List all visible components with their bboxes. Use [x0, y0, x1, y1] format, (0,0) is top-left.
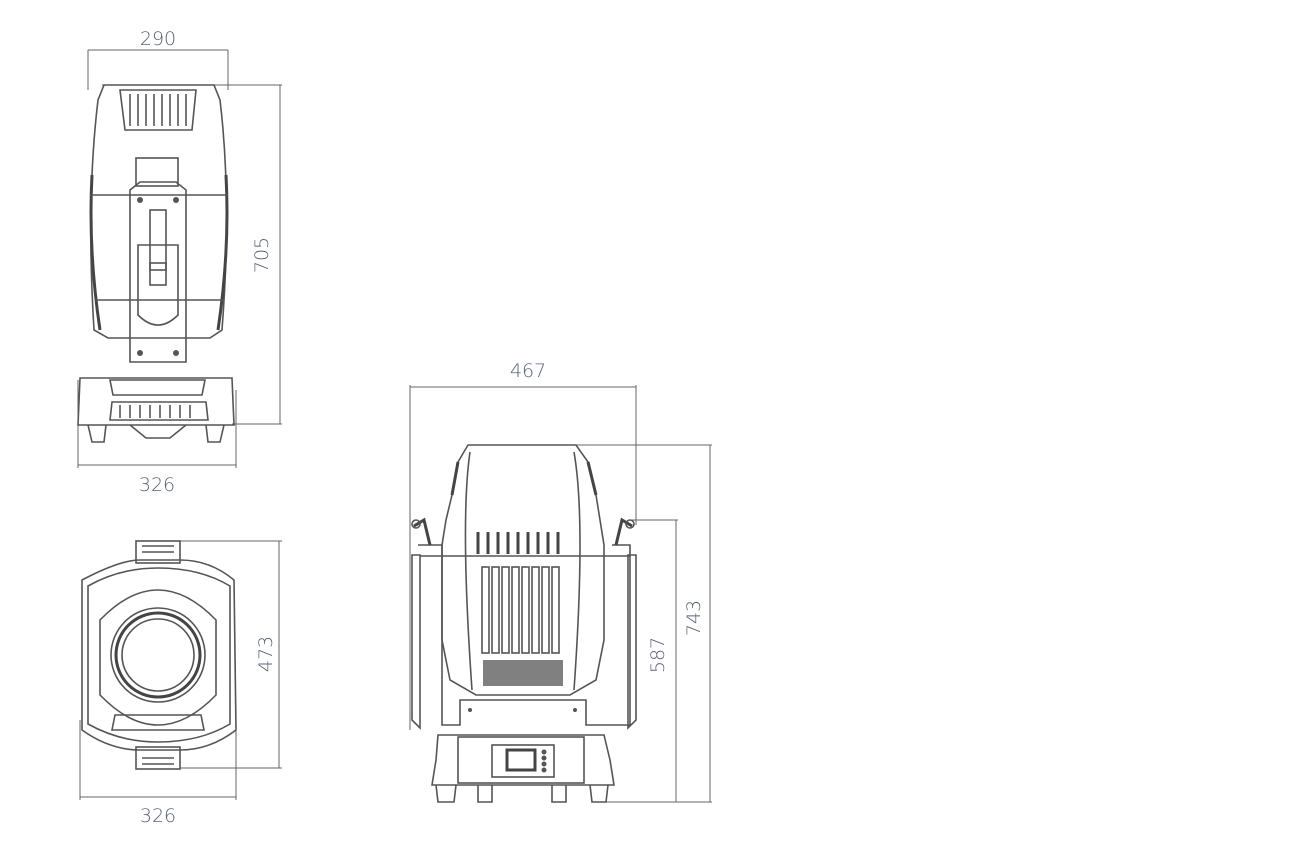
front-yoke-height-label: 587 [647, 637, 669, 673]
front-width-label: 467 [510, 360, 546, 382]
side-width-label: 290 [140, 28, 176, 50]
front-total-height-label: 743 [683, 600, 705, 636]
top-view-width-label: 326 [140, 805, 176, 827]
side-base-width-label: 326 [139, 474, 175, 496]
side-height-label: 705 [251, 237, 273, 273]
top-view-height-label: 473 [255, 636, 277, 672]
top-view: 473 326 [79, 540, 282, 827]
front-view: 467 743 587 [409, 360, 712, 803]
side-view: 290 705 326 [77, 28, 282, 496]
